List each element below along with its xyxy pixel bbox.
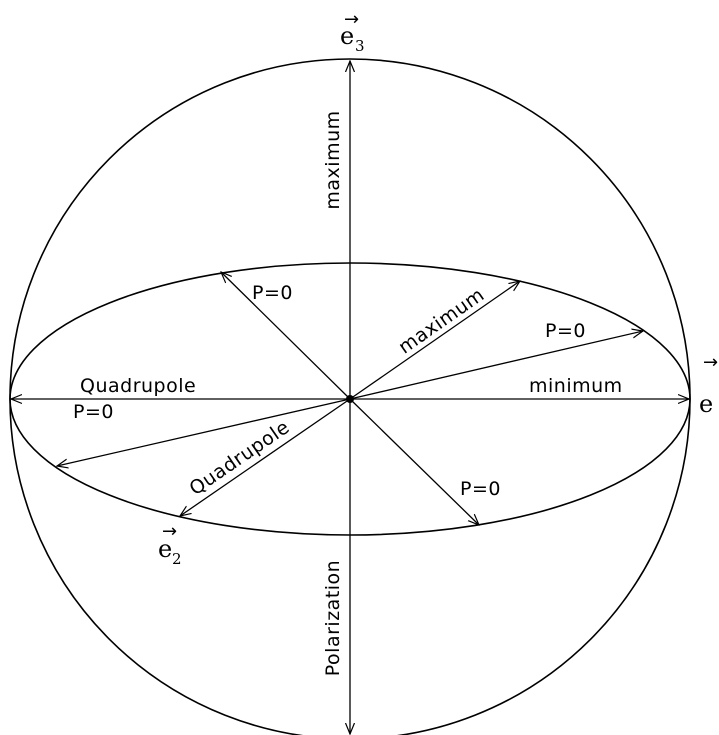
label-horizontal-right: minimum [529,375,623,397]
diag-upper-right-arrow [349,281,520,400]
label-vertical-top: maximum [322,110,344,209]
label-p0-lower-right: P=0 [460,478,501,500]
label-horizontal-left: Quadrupole [80,375,196,397]
label-diag-upper-right: maximum [395,284,489,359]
label-p0-upper-left: P=0 [252,282,293,304]
e1-symbol: e [699,390,713,418]
label-vertical-bottom: Polarization [322,560,344,676]
p0-right-arrow [349,331,643,400]
e2-vector-mark: → [162,521,177,542]
p0-lower-right-arrow [349,398,479,525]
e3-symbol: e [340,22,354,50]
label-p0-right: P=0 [545,320,586,342]
e3-vector-mark: → [344,9,359,30]
diag-lower-left-arrow [180,398,351,516]
e2-subscript: 2 [172,550,182,568]
p0-left-arrow [57,398,351,466]
label-diag-lower-left: Quadrupole [185,416,293,500]
e3-subscript: 3 [355,37,365,55]
e2-symbol: e [158,535,172,563]
e1-vector-mark: → [703,352,718,373]
label-p0-left: P=0 [73,401,114,423]
p0-upper-left-arrow [221,272,351,400]
origin-point [346,395,354,403]
